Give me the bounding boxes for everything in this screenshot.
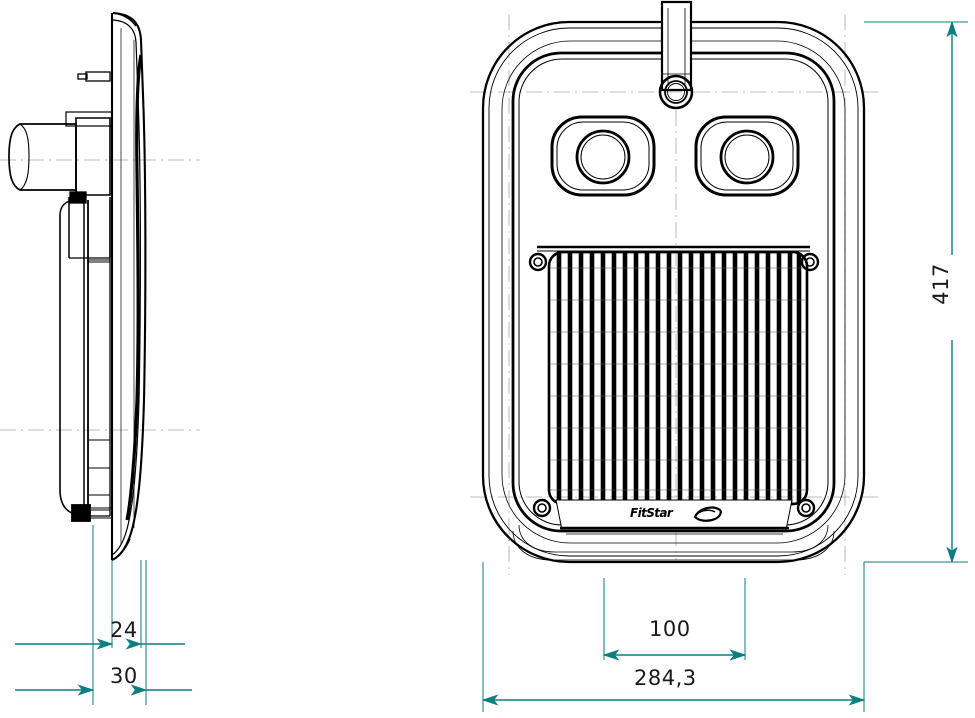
side-faceplate-inner bbox=[111, 19, 141, 556]
dimension-annotations bbox=[15, 20, 968, 712]
side-top-pin bbox=[77, 71, 111, 82]
screw-top-right bbox=[800, 252, 820, 272]
side-nose-top bbox=[112, 12, 137, 27]
side-nose-bottom bbox=[111, 538, 131, 561]
logo-band bbox=[555, 499, 793, 535]
left-oval-nozzle bbox=[550, 115, 656, 197]
vertical-slat-grille bbox=[547, 250, 809, 506]
swoosh-icon bbox=[693, 506, 722, 522]
front-extension-lines bbox=[482, 21, 968, 712]
side-lower-block bbox=[71, 200, 112, 522]
dimension-label-24: 24 bbox=[110, 618, 138, 642]
dimension-label-100: 100 bbox=[649, 617, 691, 641]
screw-bottom-right bbox=[796, 498, 816, 518]
small-round-port bbox=[658, 74, 694, 110]
side-extension-lines bbox=[92, 525, 147, 705]
fitstar-logo-text: FitStar bbox=[630, 506, 673, 520]
front-view bbox=[481, 0, 866, 564]
side-section-view bbox=[8, 11, 147, 561]
side-faceplate-outer bbox=[111, 11, 147, 561]
dimension-label-417: 417 bbox=[929, 263, 953, 305]
screw-top-left bbox=[528, 252, 548, 272]
dimension-label-2843: 284,3 bbox=[634, 666, 697, 690]
front-bezel-inner-ring bbox=[501, 40, 846, 544]
side-lower-tube bbox=[68, 191, 111, 259]
screw-bottom-left bbox=[532, 498, 552, 518]
right-oval-nozzle bbox=[694, 115, 800, 197]
side-rear-housing bbox=[8, 111, 113, 196]
front-lower-contours bbox=[512, 524, 835, 561]
dimension-label-30: 30 bbox=[110, 664, 138, 688]
side-interior-curve bbox=[125, 54, 143, 521]
